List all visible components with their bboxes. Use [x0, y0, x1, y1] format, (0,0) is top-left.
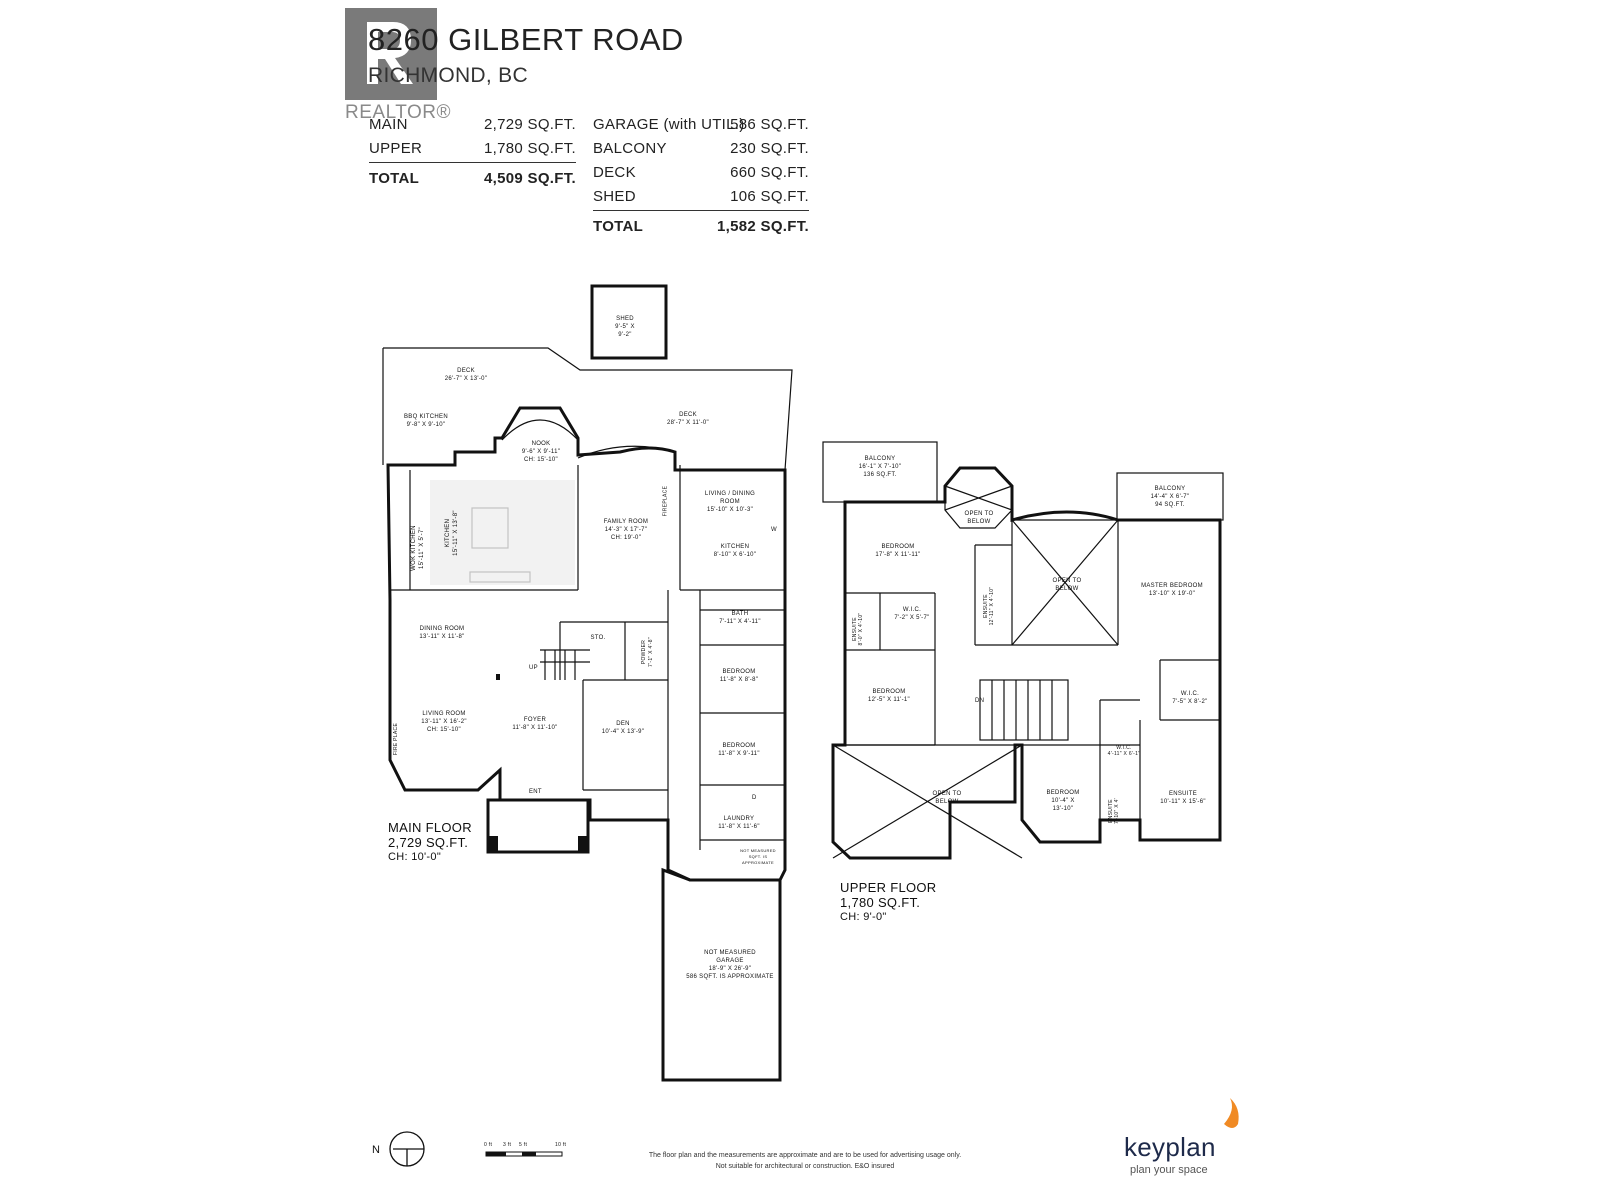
realtor-r-icon [367, 22, 413, 84]
room-label: STO. [590, 635, 606, 641]
main-floor-columns [488, 674, 588, 852]
keyplan-tagline: plan your space [1130, 1164, 1208, 1176]
north-label: N [372, 1144, 381, 1156]
room-label: W.I.C.4'-11" X 6'-1" [1107, 745, 1141, 757]
upper-floor-summary: UPPER FLOOR 1,780 SQ.FT. CH: 9'-0" [840, 880, 937, 923]
fireplace-mark: FIREPLACE [662, 485, 669, 517]
scale-label-0: 0 ft [484, 1142, 493, 1148]
room-label: OPEN TO BELOW [964, 511, 994, 525]
area-table-other: GARAGE (with UTIL.) 586 SQ.FT. BALCONY 2… [593, 116, 809, 235]
keyplan-brand: keyplan [1124, 1132, 1216, 1162]
room-label: OPEN TO BELOW [1052, 578, 1082, 592]
area-divider [369, 162, 576, 163]
keyplan-flame-icon [1224, 1098, 1239, 1128]
realtor-logo [345, 8, 437, 100]
washer-mark: W [771, 527, 777, 533]
scale-label-10: 10 ft [555, 1142, 567, 1148]
north-arrow [389, 1131, 425, 1167]
stair-up-mark: UP [529, 665, 538, 671]
address-line1: 8260 GILBERT ROAD [368, 22, 684, 57]
main-floor-summary: MAIN FLOOR 2,729 SQ.FT. CH: 10'-0" [388, 820, 472, 863]
fireplace-mark: FIRE PLACE [393, 722, 400, 756]
area-table-living: MAIN 2,729 SQ.FT. UPPER 1,780 SQ.FT. TOT… [369, 116, 576, 187]
room-label: W.I.C.7'-2" X 5'-7" [894, 607, 930, 621]
scale-label-5: 5 ft [519, 1142, 528, 1148]
address-line2: RICHMOND, BC [368, 64, 528, 87]
kitchen-tile-floor [430, 480, 575, 585]
room-label: OPEN TO BELOW [932, 791, 962, 805]
dryer-mark: D [752, 795, 757, 801]
room-label: W.I.C.7'-5" X 8'-2" [1172, 691, 1208, 705]
disclaimer: The floor plan and the measurements are … [648, 1152, 962, 1170]
scale-bar [485, 1151, 563, 1157]
upper-floor-partitions [822, 441, 1224, 859]
scale-label-3: 3 ft [503, 1142, 512, 1148]
area-divider [593, 210, 809, 211]
realtor-wordmark: REALTOR® [345, 102, 451, 123]
entry-mark: ENT [529, 789, 542, 795]
stair-down-mark: DN [975, 698, 985, 704]
